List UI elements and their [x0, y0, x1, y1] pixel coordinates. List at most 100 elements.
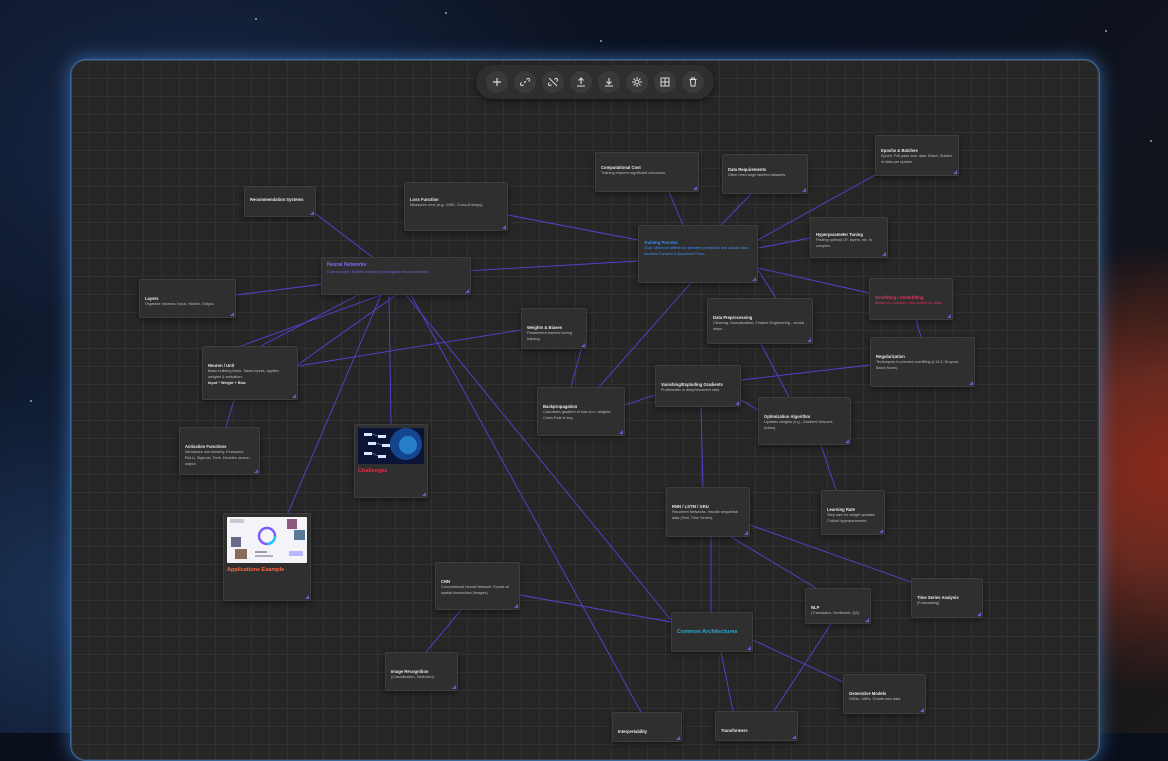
node-title: Overfitting / Underfitting [875, 295, 947, 300]
node-neuron-unit[interactable]: Neuron / Unit Basic building block. Take… [202, 346, 298, 400]
node-loss-function[interactable]: Loss Function Measures error (e.g., MSE,… [404, 182, 508, 231]
node-title: Data Preprocessing [713, 315, 807, 320]
unlink-button[interactable] [542, 71, 564, 93]
connection-line [669, 192, 683, 225]
link-button[interactable] [514, 71, 536, 93]
delete-button[interactable] [682, 71, 704, 93]
plus-icon [491, 76, 503, 88]
node-body: (Forecasting) [917, 601, 977, 607]
node-title: NLP [811, 605, 865, 610]
mind-map-canvas[interactable]: Neural Networks Core concept: Models ins… [70, 59, 1100, 761]
node-data-requirements[interactable]: Data Requirements Often need large label… [722, 154, 808, 194]
node-title: Activation Functions [185, 444, 254, 449]
settings-button[interactable] [626, 71, 648, 93]
node-common-architectures[interactable]: Common Architectures [671, 612, 753, 652]
star [30, 400, 32, 402]
node-title: Generative Models [849, 691, 920, 696]
node-training-process[interactable]: Training Process Goal: Minimize differen… [638, 225, 758, 283]
download-button[interactable] [598, 71, 620, 93]
node-optimization-algorithm[interactable]: Optimization Algorithm Updates weights (… [758, 397, 851, 445]
node-title: Loss Function [410, 197, 502, 202]
connection-line [731, 537, 816, 588]
node-title: Recommendation Systems [250, 197, 310, 202]
node-hyperparameter-tuning[interactable]: Hyperparameter Tuning Finding optimal LR… [810, 217, 888, 258]
node-body: Core concept: Models inspired by biologi… [327, 270, 465, 276]
connection-line [520, 595, 671, 622]
connection-line [389, 295, 391, 424]
node-weights-biases[interactable]: Weights & Biases Parameters learned duri… [521, 308, 587, 349]
node-title: Image Recognition [391, 669, 452, 674]
connection-line [411, 295, 641, 712]
node-transformers[interactable]: Transformers [715, 711, 798, 741]
node-cnn[interactable]: CNN Convolutional Neural Network. Excels… [435, 562, 520, 610]
node-image-recognition[interactable]: Image Recognition (Classification, Detec… [385, 652, 458, 691]
node-rnn-lstm-gru[interactable]: RNN / LSTM / GRU Recurrent Networks. Han… [666, 487, 750, 537]
connection-line [916, 320, 921, 337]
node-body: Goal: Minimize difference between predic… [644, 246, 752, 258]
node-body: Problematic in deep/recurrent nets. [661, 388, 735, 394]
node-body: Techniques to prevent overfitting (L1/L2… [876, 360, 969, 372]
node-challenges[interactable]: Challenges [354, 424, 428, 498]
node-data-preprocessing[interactable]: Data Preprocessing Cleaning, Normalizati… [707, 298, 813, 344]
connection-line [761, 344, 789, 397]
upload-icon [575, 76, 587, 88]
node-body: GANs, VAEs. Create new data. [849, 697, 920, 703]
node-backpropagation[interactable]: Backpropagation Calculates gradient of l… [537, 387, 625, 436]
node-title: Epochs & Batches [881, 148, 953, 153]
connection-line [741, 400, 758, 410]
node-body: Introduces non-linearity. Examples: ReLU… [185, 450, 254, 468]
node-body: Cleaning, Normalization, Feature Enginee… [713, 321, 807, 333]
trash-icon [687, 76, 699, 88]
node-body: Recurrent Networks. Handle sequential da… [672, 510, 744, 522]
node-layers[interactable]: Layers Organize neurons: Input, Hidden, … [139, 279, 236, 318]
node-body: Updates weights (e.g., Gradient Descent,… [764, 420, 845, 432]
node-recommendation-systems[interactable]: Recommendation Systems [244, 186, 316, 217]
node-learning-rate[interactable]: Learning Rate Step size for weight updat… [821, 490, 885, 535]
node-body: (Classification, Detection) [391, 675, 452, 681]
node-title: CNN [441, 579, 514, 584]
connection-line [758, 268, 869, 293]
node-body: Model too complex / too simple for data. [875, 301, 947, 307]
link-icon [519, 76, 531, 88]
node-generative-models[interactable]: Generative Models GANs, VAEs. Create new… [843, 674, 926, 714]
connection-line [741, 365, 870, 380]
connection-line [508, 215, 638, 240]
node-title: Vanishing/Exploding Gradients [661, 382, 735, 387]
node-title: Optimization Algorithm [764, 414, 845, 419]
node-computational-cost[interactable]: Computational Cost Training requires sig… [595, 152, 699, 192]
connection-line [721, 652, 733, 711]
connection-line [758, 270, 776, 298]
connection-line [821, 445, 836, 490]
grid-button[interactable] [654, 71, 676, 93]
node-title: Hyperparameter Tuning [816, 232, 882, 237]
node-body: Convolutional Neural Network. Excels at … [441, 585, 514, 597]
star [255, 18, 257, 20]
node-neural-networks[interactable]: Neural Networks Core concept: Models ins… [321, 257, 471, 295]
upload-button[interactable] [570, 71, 592, 93]
node-activation-functions[interactable]: Activation Functions Introduces non-line… [179, 427, 260, 475]
node-formula: Input * Weight + Bias [208, 381, 292, 385]
download-icon [603, 76, 615, 88]
node-title: Common Architectures [677, 629, 747, 636]
node-title: Time Series Analysis [917, 595, 977, 600]
node-time-series-analysis[interactable]: Time Series Analysis (Forecasting) [911, 578, 983, 618]
node-body: Often need large labeled datasets. [728, 173, 802, 179]
node-regularization[interactable]: Regularization Techniques to prevent ove… [870, 337, 975, 387]
node-caption: Applications Example [227, 567, 307, 573]
node-nlp[interactable]: NLP (Translation, Sentiment, QA) [805, 588, 871, 624]
connection-line [758, 238, 810, 248]
toolbar [476, 65, 714, 99]
node-epochs-batches[interactable]: Epochs & Batches Epoch: Full pass over d… [875, 135, 959, 176]
star [600, 40, 602, 42]
applications-image [227, 517, 307, 563]
node-applications-example[interactable]: Applications Example [223, 513, 311, 601]
node-interpretability[interactable]: Interpretability [612, 712, 682, 742]
node-title: Layers [145, 296, 230, 301]
add-node-button[interactable] [486, 71, 508, 93]
node-body: Organize neurons: Input, Hidden, Output. [145, 302, 230, 308]
node-title: Training Process [644, 240, 752, 245]
node-overfitting-underfitting[interactable]: Overfitting / Underfitting Model too com… [869, 278, 953, 320]
node-body: Training requires significant resources. [601, 171, 693, 177]
node-body: Parameters learned during training. [527, 331, 581, 343]
node-vanishing-exploding-gradients[interactable]: Vanishing/Exploding Gradients Problemati… [655, 365, 741, 407]
